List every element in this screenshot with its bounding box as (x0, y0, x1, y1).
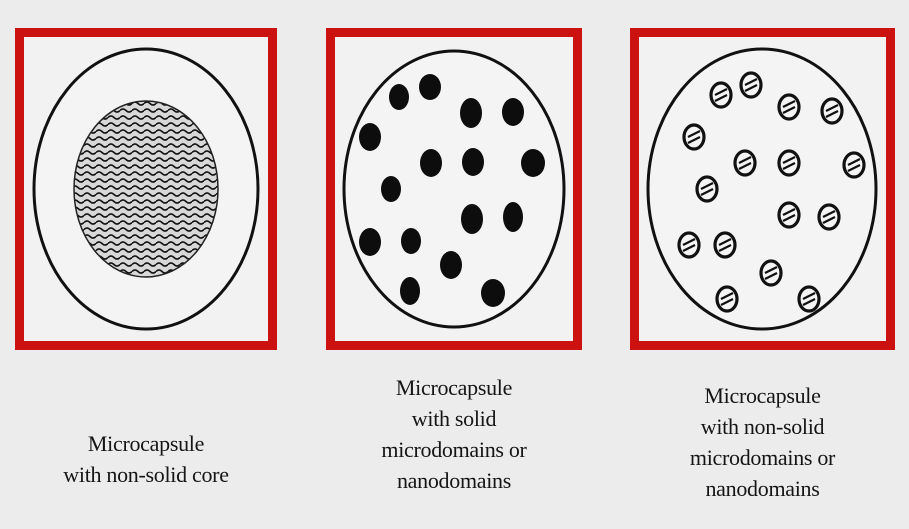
microcapsule-non-solid-domains-diagram (639, 37, 886, 341)
non-solid-domain (711, 83, 731, 107)
non-solid-domain (779, 95, 799, 119)
capsule-shell (648, 49, 876, 329)
panel-non-solid-core (15, 28, 277, 350)
non-solid-domain (717, 287, 737, 311)
caption-non-solid-domains: Microcapsule with non-solid microdomains… (630, 380, 895, 504)
caption-non-solid-core: Microcapsule with non-solid core (15, 428, 277, 490)
non-solid-domain (822, 99, 842, 123)
panel-solid-domains (326, 28, 582, 350)
capsule-shell (344, 51, 564, 327)
non-solid-domain (735, 151, 755, 175)
non-solid-domain (741, 73, 761, 97)
non-solid-domain (819, 205, 839, 229)
non-solid-domain (679, 233, 699, 257)
non-solid-domain (799, 287, 819, 311)
non-solid-domain (684, 125, 704, 149)
microcapsule-solid-domains-diagram (335, 37, 573, 341)
non-solid-domain (715, 233, 735, 257)
non-solid-domain (761, 261, 781, 285)
panel-non-solid-domains (630, 28, 895, 350)
non-solid-core (74, 101, 218, 277)
caption-solid-domains: Microcapsule with solid microdomains or … (326, 372, 582, 496)
non-solid-domain (844, 153, 864, 177)
non-solid-domain (697, 177, 717, 201)
microcapsule-non-solid-core-diagram (24, 37, 268, 341)
non-solid-domain (779, 151, 799, 175)
non-solid-domain (779, 203, 799, 227)
